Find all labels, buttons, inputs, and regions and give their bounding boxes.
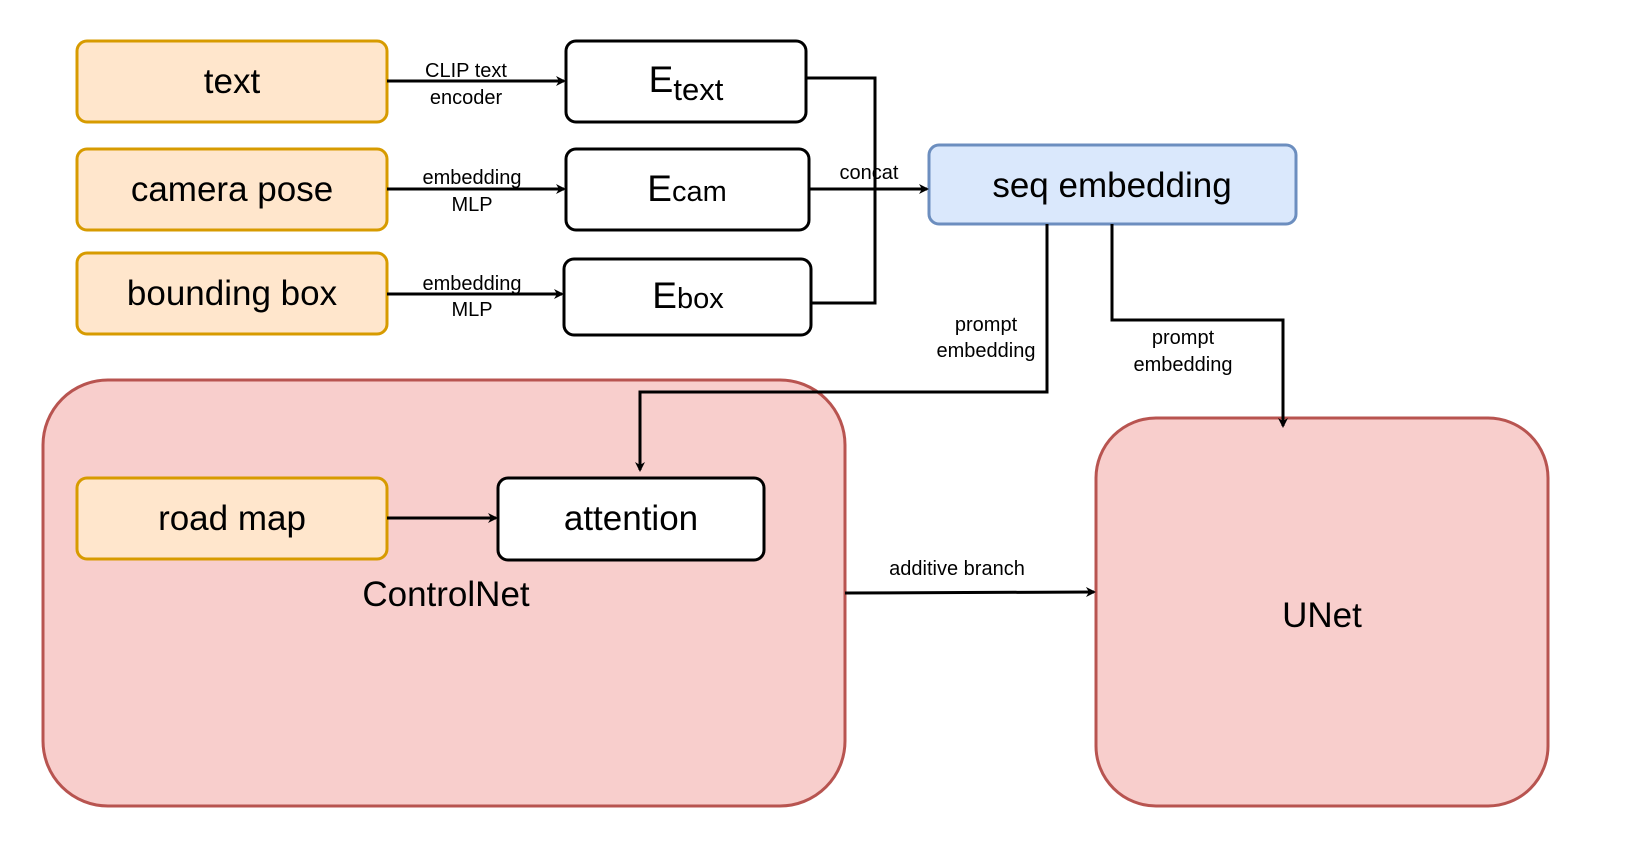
prompt-unet-label-line2: embedding bbox=[1134, 354, 1233, 376]
road-map-input-label: road map bbox=[158, 499, 306, 538]
arrow-seq-to-unet bbox=[1110, 224, 1288, 428]
e-box-sub: box bbox=[677, 283, 724, 315]
prompt-controlnet-label-line1: prompt bbox=[955, 314, 1018, 336]
prompt-unet-label-line1: prompt bbox=[1152, 327, 1215, 349]
camera-pose-input-label: camera pose bbox=[131, 170, 333, 209]
prompt-controlnet-label-line2: embedding bbox=[937, 340, 1036, 362]
clip-encoder-label-line1: CLIP text bbox=[425, 60, 507, 82]
e-box-label: Ebox bbox=[652, 275, 724, 316]
e-cam-label: Ecam bbox=[647, 168, 726, 209]
unet-label: UNet bbox=[1282, 596, 1362, 635]
attention-label: attention bbox=[564, 499, 698, 538]
attention-box bbox=[496, 476, 766, 562]
clip-encoder-label-line2: encoder bbox=[430, 87, 503, 109]
e-cam-sub: cam bbox=[672, 176, 727, 208]
e-text-label: Etext bbox=[649, 59, 724, 107]
seq-embedding-label: seq embedding bbox=[992, 166, 1231, 205]
concat-label: concat bbox=[840, 162, 899, 184]
controlnet-label: ControlNet bbox=[362, 575, 530, 614]
e-box-main: E bbox=[652, 275, 677, 316]
bounding-box-input-label: bounding box bbox=[127, 274, 338, 313]
arrow-seq-to-attention bbox=[635, 224, 1049, 472]
e-text-main: E bbox=[649, 59, 674, 100]
box-mlp-label-line2: MLP bbox=[451, 299, 492, 321]
e-box-box bbox=[562, 257, 813, 337]
cam-mlp-label-line2: MLP bbox=[451, 194, 492, 216]
e-text-box bbox=[564, 39, 808, 124]
additive-branch-label: additive branch bbox=[889, 558, 1025, 580]
unet-container bbox=[1094, 416, 1550, 808]
cam-mlp-label-line1: embedding bbox=[423, 167, 522, 189]
text-input-label: text bbox=[204, 62, 261, 101]
e-text-sub: text bbox=[673, 72, 723, 107]
arrow-controlnet-to-unet bbox=[844, 587, 1096, 598]
e-cam-main: E bbox=[647, 168, 672, 209]
box-mlp-label-line1: embedding bbox=[423, 273, 522, 295]
